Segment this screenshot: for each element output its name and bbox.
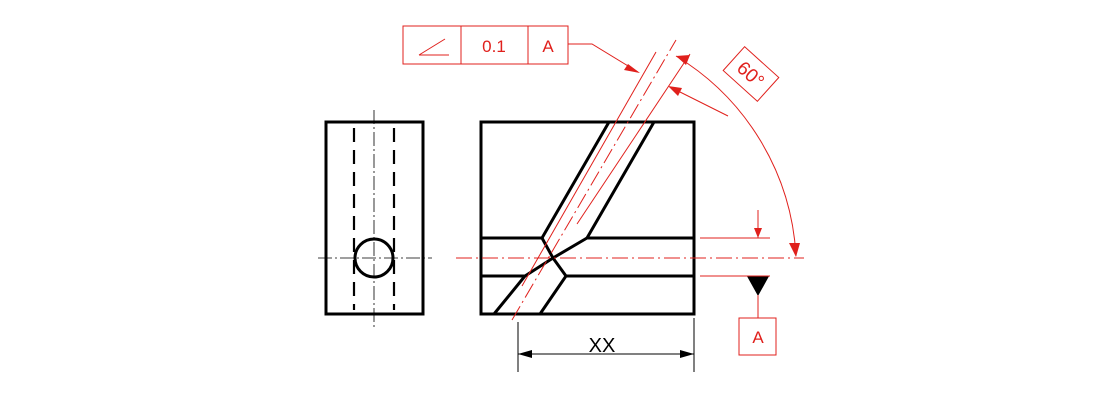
datum-a-box: A bbox=[738, 317, 777, 356]
channel-intersection-upper bbox=[540, 236, 588, 261]
tolerance-zone-line-1 bbox=[521, 51, 657, 287]
channel-intersection-lower bbox=[524, 255, 568, 278]
xx-arrow-right bbox=[680, 350, 694, 358]
angle-arc bbox=[675, 55, 797, 257]
zone-width-arrowhead bbox=[668, 86, 682, 96]
fcf-datum-reference: A bbox=[542, 37, 554, 56]
angle-arc-arrow-top bbox=[676, 55, 690, 65]
side-view-hole-circle bbox=[353, 237, 395, 279]
channel-right-upper-edge bbox=[584, 121, 694, 240]
datum-box-frame bbox=[738, 317, 777, 356]
angle-dimension-box: 60° bbox=[722, 46, 780, 102]
feature-control-frame: 0.1 A bbox=[402, 25, 569, 65]
tolerance-zone-line-2 bbox=[576, 53, 691, 225]
datum-letter: A bbox=[752, 328, 764, 347]
datum-triangle bbox=[747, 276, 769, 297]
zone-width-arrow-line bbox=[675, 89, 729, 117]
angle-box-frame bbox=[722, 46, 780, 102]
inclined-axis-centerline bbox=[511, 39, 677, 321]
fcf-leader-arrow bbox=[624, 64, 640, 73]
fcf-box bbox=[402, 25, 569, 65]
datum-dim-arrow-upper bbox=[754, 228, 762, 238]
horizontal-channel-upper-edge bbox=[481, 121, 611, 240]
side-view-outline bbox=[324, 120, 425, 316]
fcf-leader bbox=[568, 43, 639, 73]
fcf-tolerance-value: 0.1 bbox=[482, 37, 506, 56]
angle-arc-arrow-bottom bbox=[789, 243, 800, 257]
xx-dimension: XX bbox=[517, 318, 695, 372]
channel-right-lower-edge bbox=[538, 274, 694, 315]
xx-arrow-left bbox=[518, 350, 532, 358]
annotations bbox=[456, 39, 804, 321]
side-view bbox=[318, 110, 432, 330]
angularity-symbol-icon bbox=[418, 38, 449, 56]
front-view-outline bbox=[479, 120, 696, 316]
xx-dimension-text: XX bbox=[589, 335, 616, 357]
front-view bbox=[479, 120, 696, 316]
